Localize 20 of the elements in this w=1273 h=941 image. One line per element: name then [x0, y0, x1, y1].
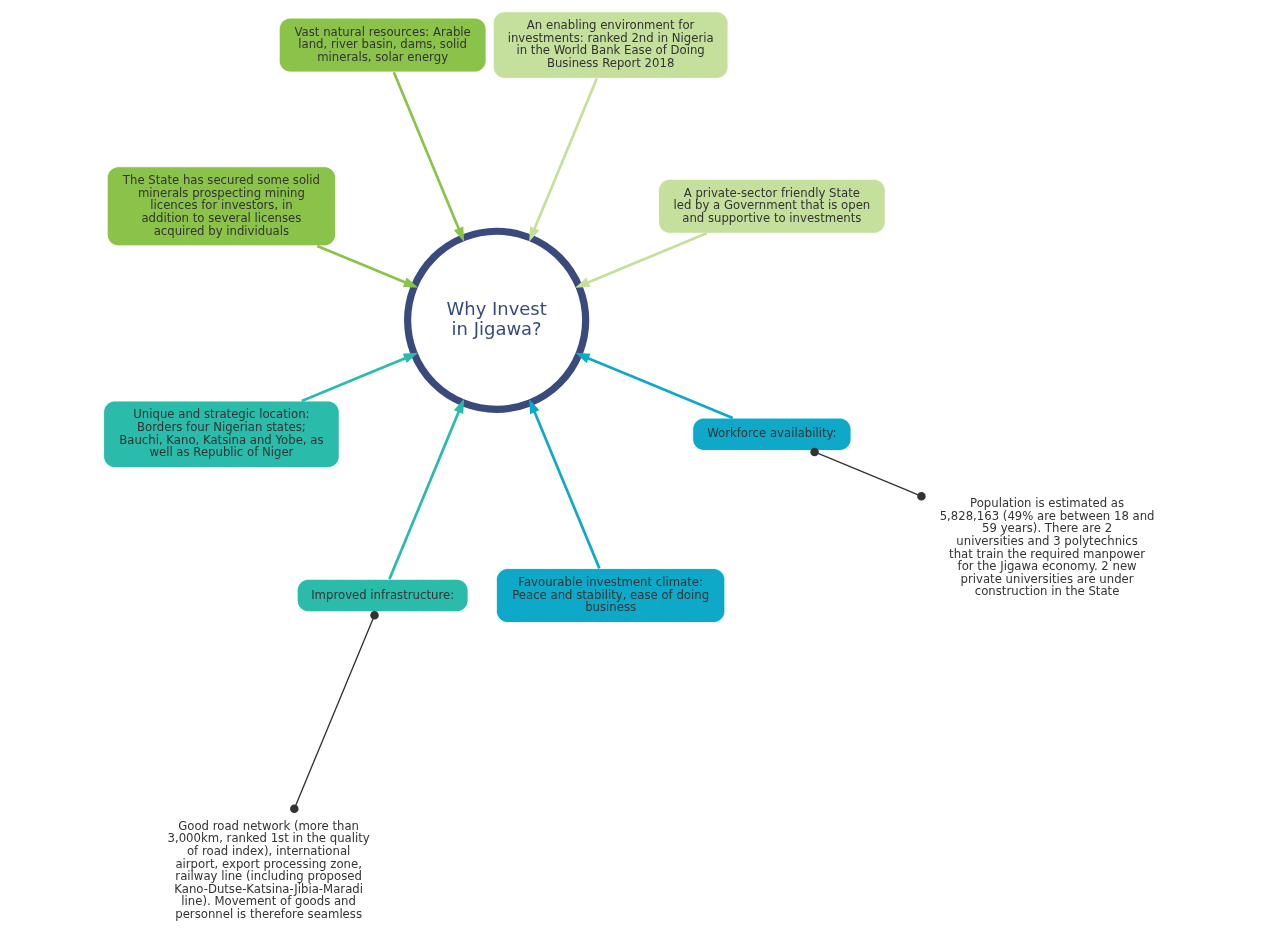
node-box: Improved infrastructure:: [296, 578, 469, 613]
node-box: Vast natural resources: Arable land, river basin, dams, solid minerals, solar energy: [278, 17, 487, 73]
node-box: An enabling environment for investments: ranked 2nd in Nigeria in the World Bank Ease of Doing Business Report 2018: [492, 11, 729, 79]
node-box: Workforce availability:: [692, 417, 852, 451]
connector: [810, 447, 926, 501]
arrow: [388, 398, 465, 580]
node-text: Good road network (more than 3,000km, ranked 1st in the quality of road index), international airport, export processing zone, railway line (including proposed Kano-Dutse-Katsina-Jibia-Maradi line). Movement of goods and personnel is therefore seamless: [167, 818, 370, 921]
arrow: [301, 352, 419, 403]
node-text: Population is estimated as 5,828,163 (49% are between 18 and 59 years). There are 2 universities and 3 polytechnics that train the required manpower for the Jigawa economy. 2 new private universities are under construction in the State: [939, 496, 1155, 599]
arrow: [529, 78, 599, 242]
arrow: [316, 244, 419, 288]
arrow: [575, 352, 734, 420]
arrow: [575, 232, 708, 288]
arrow: [392, 71, 465, 242]
node-box: Unique and strategic location: Borders four Nigerian states; Bauchi, Kano, Katsina and Yobe, as well as Republic of Niger: [103, 400, 340, 469]
node-box: Favourable investment climate: Peace and stability, ease of doing business: [495, 568, 726, 623]
node-box: A private-sector friendly State led by a Government that is open and supportive to investments: [658, 178, 886, 234]
connector: [290, 610, 379, 813]
node-box: The State has secured some solid minerals prospecting mining licences for investors, in addition to several licenses acquired by individuals: [106, 166, 337, 247]
arrow: [529, 398, 601, 569]
